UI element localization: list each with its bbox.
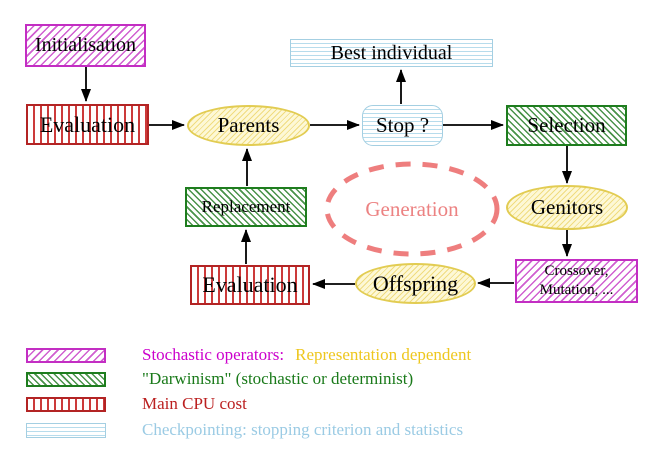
node-offspring-label: Offspring (372, 270, 459, 296)
node-genitors-label: Genitors (530, 195, 604, 219)
legend-label-representation: Representation dependent (295, 345, 472, 364)
node-stop-label: Stop ? (375, 113, 430, 137)
node-evaluation-top-label: Evaluation (39, 111, 136, 137)
node-selection-label: Selection (527, 113, 606, 137)
legend-label-darwinism: "Darwinism" (stochastic or determinist) (142, 369, 414, 388)
legend-row-stochastic: Stochastic operators: Representation dep… (26, 345, 472, 364)
legend-swatch-magenta-hatch (26, 347, 106, 363)
node-evaluation-bottom: Evaluation (190, 265, 310, 305)
node-stop: Stop ? (362, 105, 443, 146)
legend-label-checkpointing: Checkpointing: stopping criterion and st… (142, 420, 464, 439)
legend-swatch-red-stripes (26, 396, 106, 412)
node-best-individual-label: Best individual (330, 41, 453, 64)
node-genitors: Genitors (506, 185, 628, 230)
node-crossover-mutation-label: Crossover, Mutation, ... (540, 262, 614, 300)
crossover-line: Crossover, (544, 263, 609, 280)
legend-row-darwinism: "Darwinism" (stochastic or determinist) (26, 369, 414, 388)
mutation-line: Mutation, ... (539, 282, 614, 298)
legend-label-cpu-cost: Main CPU cost (142, 394, 247, 413)
node-parents: Parents (187, 105, 310, 146)
node-replacement-label: Replacement (201, 197, 291, 216)
node-initialisation: Initialisation (25, 24, 146, 67)
legend-swatch-green-hatch (26, 371, 106, 387)
node-selection: Selection (506, 105, 627, 146)
node-evaluation-bottom-label: Evaluation (202, 272, 298, 297)
node-offspring: Offspring (355, 263, 476, 304)
node-replacement: Replacement (185, 187, 307, 227)
node-initialisation-label: Initialisation (34, 34, 137, 56)
node-parents-label: Parents (217, 113, 280, 137)
node-crossover-mutation: Crossover, Mutation, ... (515, 259, 638, 303)
legend-row-cpu-cost: Main CPU cost (26, 394, 247, 413)
legend-label-stochastic: Stochastic operators: (142, 345, 285, 364)
generation-label-text: Generation (365, 197, 459, 221)
legend-swatch-cyan-stripes (26, 422, 106, 438)
legend-row-checkpointing: Checkpointing: stopping criterion and st… (26, 420, 464, 439)
node-best-individual: Best individual (290, 39, 493, 67)
node-evaluation-top: Evaluation (26, 104, 149, 145)
generation-label: Generation (323, 161, 501, 258)
